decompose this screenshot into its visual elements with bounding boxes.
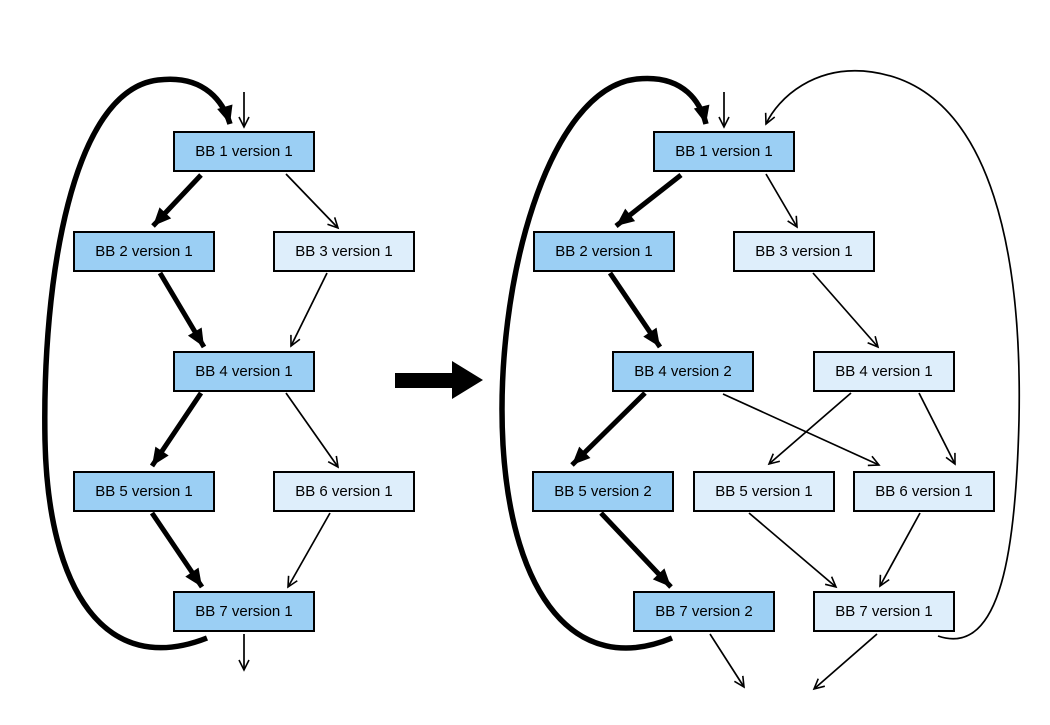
edge-right-bb4v1-bb6v1 (918, 392, 956, 466)
edge-left-bb4-bb6 (285, 392, 340, 469)
node-left-bb4-v1: BB 4 version 1 (173, 351, 315, 392)
node-right-bb3-v1: BB 3 version 1 (733, 231, 875, 272)
node-right-bb5-v2: BB 5 version 2 (532, 471, 674, 512)
edge-right-bb4v1-bb5v1 (767, 392, 852, 466)
node-right-bb5-v1: BB 5 version 1 (693, 471, 835, 512)
edge-right-bb5v1-bb7v1 (748, 512, 838, 589)
edge-right-bb4v2-bb6v1 (722, 393, 881, 467)
node-right-bb7-v2: BB 7 version 2 (633, 591, 775, 632)
edge-left-bb1-bb2 (151, 173, 203, 228)
edge-right-bb3v1-bb4v1 (812, 272, 880, 349)
edge-left-bb4-bb5 (149, 391, 204, 468)
edge-right-bb4v2-bb5v2 (570, 391, 647, 467)
edge-left-bb7-loop-bb1 (42, 76, 233, 651)
edge-right-bb1v1-bb2v1 (614, 173, 683, 228)
node-left-bb5-v1: BB 5 version 1 (73, 471, 215, 512)
node-left-bb2-v1: BB 2 version 1 (73, 231, 215, 272)
edge-right-bb6v1-bb7v1 (879, 512, 921, 588)
edge-left-bb5-bb7 (149, 511, 205, 589)
node-left-bb1-v1: BB 1 version 1 (173, 131, 315, 172)
edge-right-bb1v1-bb3v1 (765, 173, 798, 229)
edge-left-bb6-bb7 (287, 512, 331, 589)
edge-left-bb2-bb4 (157, 271, 207, 349)
node-right-bb2-v1: BB 2 version 1 (533, 231, 675, 272)
node-right-bb1-v1: BB 1 version 1 (653, 131, 795, 172)
node-right-bb4-v1: BB 4 version 1 (813, 351, 955, 392)
node-right-bb7-v1: BB 7 version 1 (813, 591, 955, 632)
edge-left-bb3-bb4 (290, 272, 328, 348)
edge-right-bb2v1-bb4v2 (607, 271, 663, 349)
edge-right-bb7v1-exit (812, 633, 878, 691)
node-left-bb3-v1: BB 3 version 1 (273, 231, 415, 272)
node-left-bb6-v1: BB 6 version 1 (273, 471, 415, 512)
edge-left-bb1-bb3 (285, 173, 340, 230)
edge-right-bb7v2-exit (709, 633, 745, 689)
edge-right-bb7v1-loop-bb1v1 (764, 69, 1021, 640)
edge-right-bb7v2-loop-bb1v1 (499, 75, 710, 651)
node-left-bb7-v1: BB 7 version 1 (173, 591, 315, 632)
transform-arrow-icon (395, 361, 483, 399)
node-right-bb6-v1: BB 6 version 1 (853, 471, 995, 512)
edge-right-bb5v2-bb7v2 (599, 511, 673, 589)
node-right-bb4-v2: BB 4 version 2 (612, 351, 754, 392)
